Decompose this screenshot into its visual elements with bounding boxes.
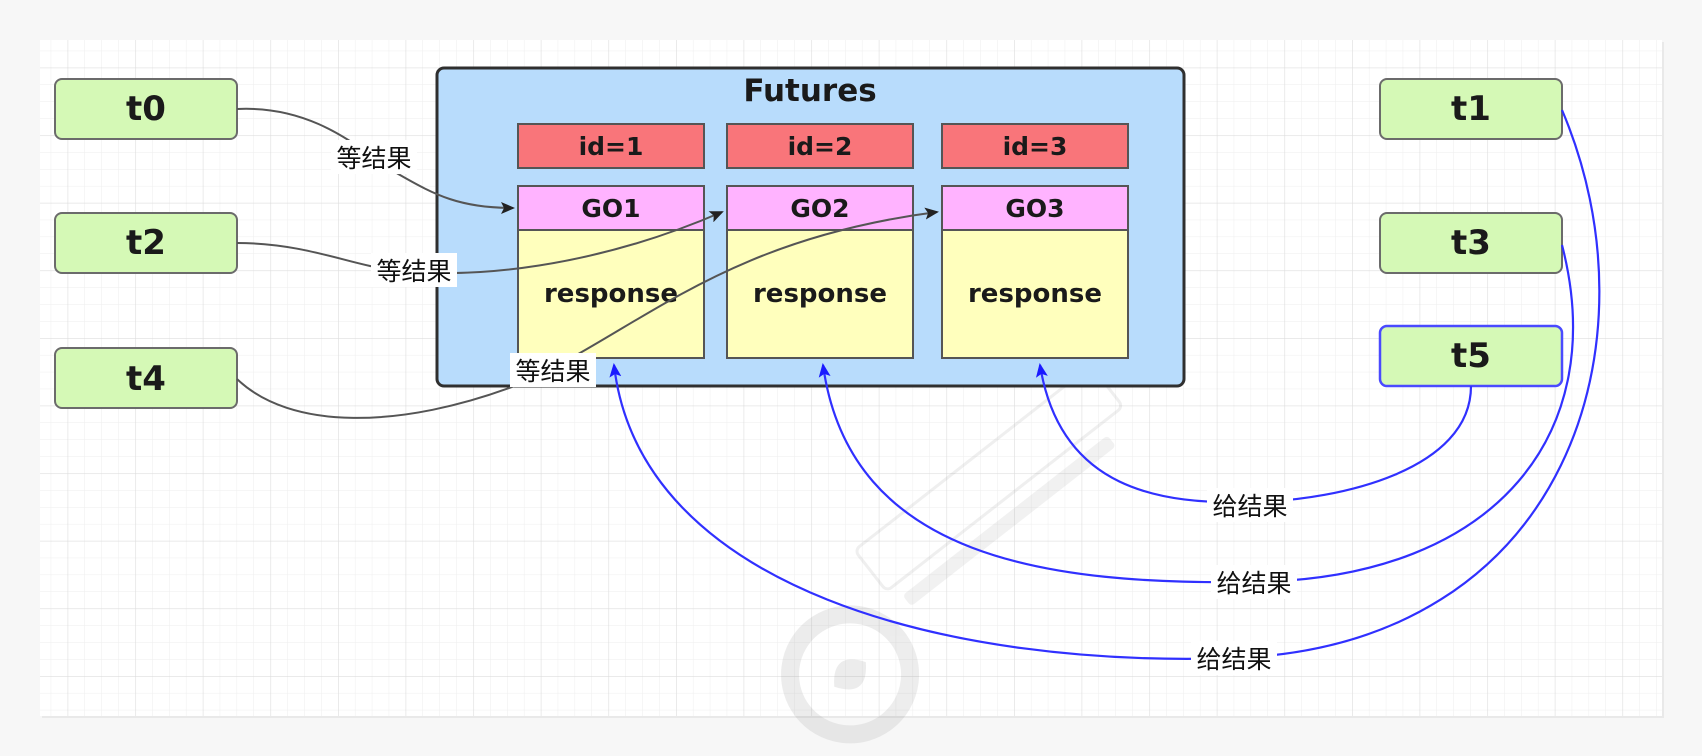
future-id-label-2: id=2 — [788, 132, 853, 161]
thread-label-t1: t1 — [1451, 89, 1491, 129]
future-go-label-3: GO3 — [1005, 194, 1064, 223]
future-id-box-2[interactable] — [726, 123, 914, 169]
thread-node-t3[interactable]: t3 — [1379, 212, 1563, 274]
future-id-box-1[interactable] — [517, 123, 705, 169]
thread-node-t5[interactable]: t5 — [1378, 324, 1564, 388]
future-go-label-1: GO1 — [581, 194, 640, 223]
future-go-box-3[interactable] — [941, 185, 1129, 231]
future-id-label-1: id=1 — [579, 132, 644, 161]
future-id-box-3[interactable] — [941, 123, 1129, 169]
futures-title: Futures — [743, 73, 876, 109]
thread-label-t3: t3 — [1451, 223, 1491, 263]
edge-label-bg-t1 — [1191, 641, 1277, 675]
thread-node-t1[interactable]: t1 — [1379, 78, 1563, 140]
edge-label-bg-t0 — [331, 140, 417, 174]
thread-node-t4[interactable]: t4 — [54, 347, 238, 409]
future-response-label-1: response — [544, 279, 678, 309]
edge-label-t3: 给结果 — [1216, 569, 1291, 598]
edge-label-t2: 等结果 — [376, 257, 451, 286]
thread-label-t0: t0 — [126, 89, 166, 129]
edge-label-bg-t2 — [371, 253, 457, 287]
thread-label-t2: t2 — [126, 223, 166, 263]
edge-label-t5: 给结果 — [1212, 492, 1287, 521]
future-go-label-2: GO2 — [790, 194, 849, 223]
edge-label-bg-t5 — [1207, 488, 1293, 522]
future-response-label-3: response — [968, 279, 1102, 309]
thread-label-t5: t5 — [1451, 336, 1491, 376]
edge-label-bg-t3 — [1211, 565, 1297, 599]
future-response-label-2: response — [753, 279, 887, 309]
edge-t0-to-go1[interactable] — [236, 107, 515, 214]
edge-label-t0: 等结果 — [336, 144, 411, 173]
thread-node-t2[interactable]: t2 — [54, 212, 238, 274]
edge-label-t4: 等结果 — [515, 357, 590, 386]
future-id-label-3: id=3 — [1003, 132, 1068, 161]
thread-label-t4: t4 — [126, 359, 166, 399]
thread-node-t0[interactable]: t0 — [54, 78, 238, 140]
future-go-box-1[interactable] — [517, 185, 705, 231]
edge-label-bg-t4 — [510, 353, 596, 387]
future-go-box-2[interactable] — [726, 185, 914, 231]
edge-label-t1: 给结果 — [1196, 645, 1271, 674]
